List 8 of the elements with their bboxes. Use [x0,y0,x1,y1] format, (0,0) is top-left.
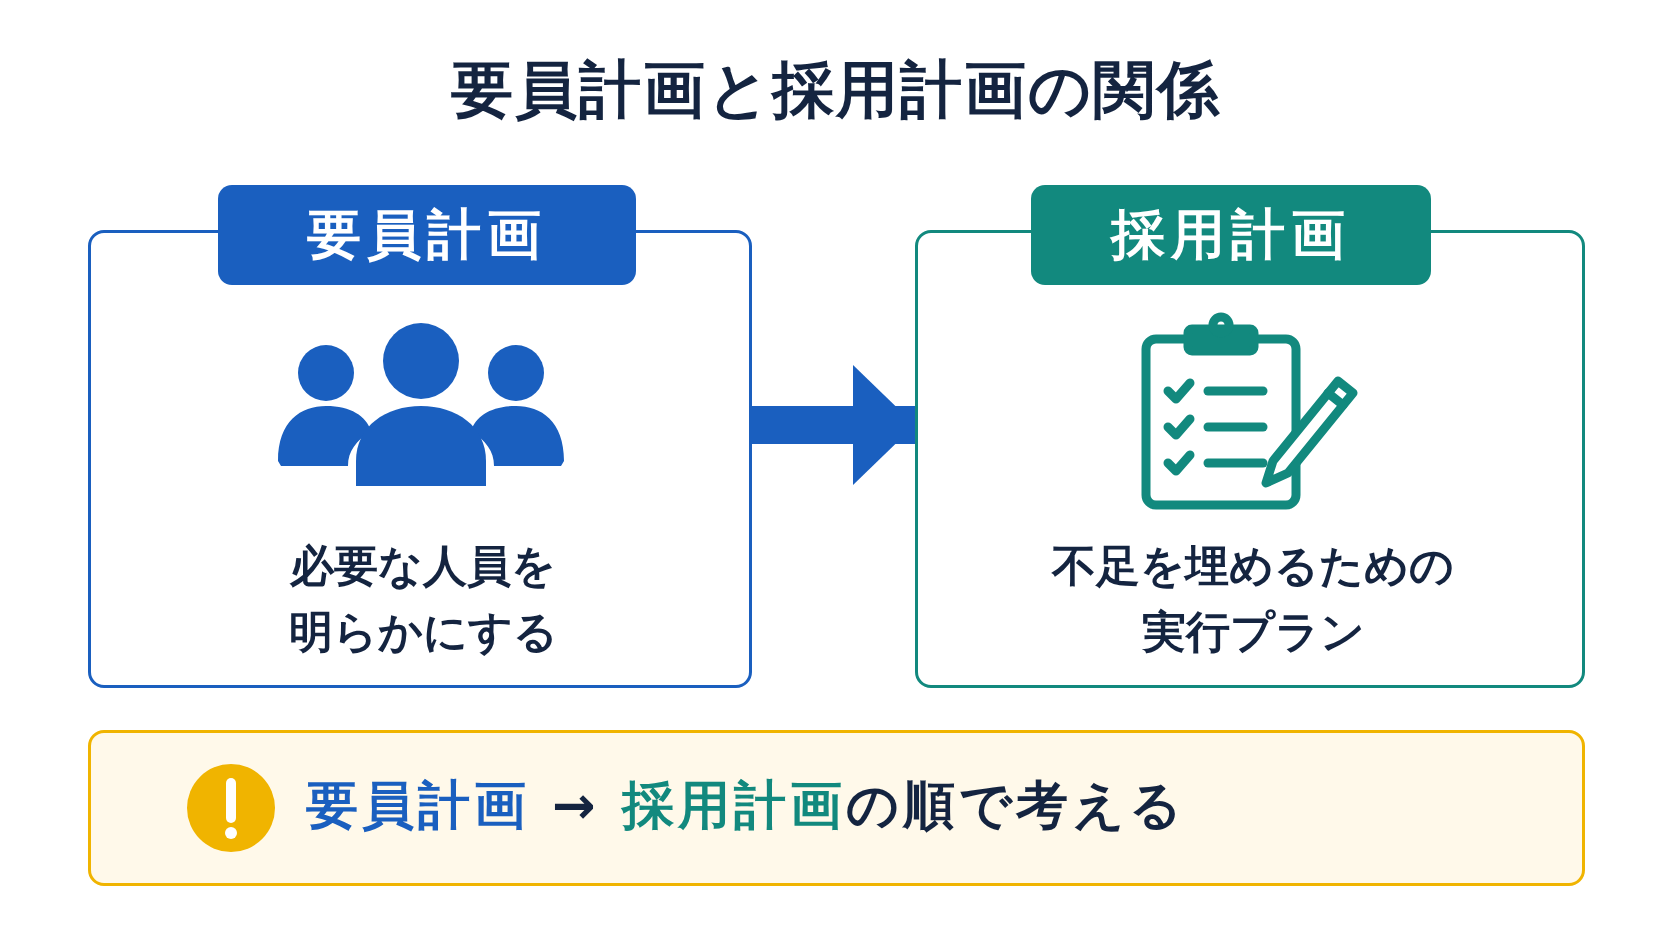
header-tab: 採用計画 [1031,185,1431,285]
description-text: 不足を埋めるための実行プラン [1050,539,1455,659]
arrow [752,365,915,485]
description-text: 必要な人員を明らかにする [287,539,559,659]
title: 要員計画と採用計画の関係 [450,52,1222,128]
note-box [88,730,1585,886]
note-text: 要員計画 → 採用計画の順で考える [306,774,1186,837]
header-tab: 要員計画 [218,185,636,285]
